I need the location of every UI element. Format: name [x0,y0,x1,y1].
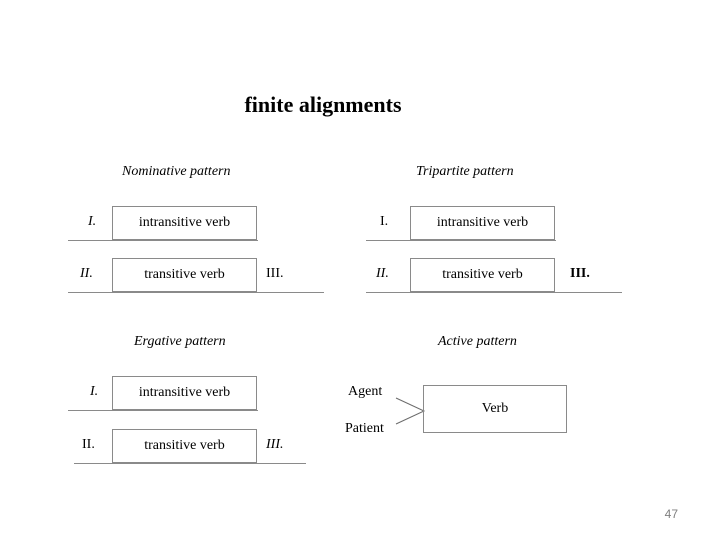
patient-label: Patient [345,421,384,436]
agent-label: Agent [348,384,383,399]
ergative-intransitive-box: intransitive verb [112,376,257,410]
nominative-row2-right-marker: III. [266,266,284,281]
tripartite-row2-marker: II. [376,266,389,281]
nominative-row2-marker: II. [80,266,93,281]
ergative-row1-marker: I. [90,384,99,399]
agent-patient-arrow-icon [395,397,426,425]
nominative-row1-marker: I. [88,214,97,229]
ergative-row2-right-marker: III. [266,437,284,452]
nominative-row2-baseline [68,292,324,293]
nominative-row1-baseline [68,240,258,241]
active-verb-box: Verb [423,385,567,433]
ergative-transitive-box: transitive verb [112,429,257,463]
slide-title: finite alignments [244,92,402,117]
tripartite-transitive-box: transitive verb [410,258,555,292]
nominative-transitive-box: transitive verb [112,258,257,292]
tripartite-row2-right-marker: III. [570,266,590,281]
page-number: 47 [664,507,678,521]
nominative-intransitive-box: intransitive verb [112,206,257,240]
nominative-pattern-title: Nominative pattern [122,164,231,179]
ergative-row1-baseline [68,410,258,411]
ergative-row2-baseline [74,463,306,464]
tripartite-intransitive-box: intransitive verb [410,206,555,240]
tripartite-row2-baseline [366,292,622,293]
ergative-row2-marker: II. [82,437,95,452]
ergative-pattern-title: Ergative pattern [134,334,226,349]
tripartite-row1-baseline [366,240,556,241]
active-pattern-title: Active pattern [438,334,517,349]
tripartite-row1-marker: I. [380,214,389,229]
tripartite-pattern-title: Tripartite pattern [416,164,514,179]
